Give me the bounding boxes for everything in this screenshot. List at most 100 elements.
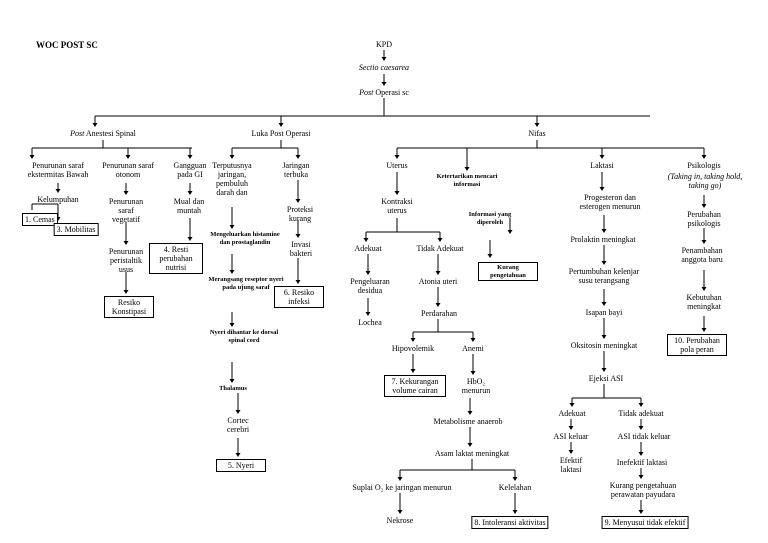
arrow-head: [365, 271, 371, 275]
arrow-head: [381, 57, 387, 61]
node-nekrose: Nekrose: [386, 516, 414, 525]
node-ketertarikan: Ketertarikan mencari informasi: [436, 173, 498, 188]
node-cortex: Cortec cerebri: [226, 416, 250, 434]
node-inefektif: Inefektif laktasi: [616, 458, 668, 467]
node-kurang-perawatan: Kurang pengetahuan perawatan payudara: [609, 481, 677, 499]
arrow-head: [125, 155, 131, 159]
node-isapan: Isapan bayi: [585, 308, 623, 317]
node-pertumbuhan: Pertumbuhan kelenjar susu terangsang: [568, 267, 640, 285]
arrow-head: [470, 338, 476, 342]
node-kebutuhan: Kebutuhan meningkat: [686, 293, 722, 311]
node-nyeri: 5. Nyeri: [216, 459, 266, 472]
arrow-head: [601, 302, 607, 306]
arrow-head: [397, 477, 403, 481]
node-adekuat: Adekuat: [354, 244, 382, 253]
arrow-head: [229, 155, 235, 159]
node-konstipasi: Resiko Konstipasi: [104, 296, 154, 318]
arrow-head: [187, 237, 193, 241]
node-kontraksi: Kontraksi uterus: [381, 197, 413, 215]
node-metabolisme: Metabolisme anaerob: [433, 417, 503, 426]
node-luka: Luka Post Operasi: [251, 129, 311, 138]
node-proteksi: Proteksi kurang: [286, 205, 314, 223]
node-pengeluaran: Pengeluaran desidua: [350, 277, 390, 295]
arrow-head: [187, 191, 193, 195]
node-post-operasi: Post Operasi sc: [359, 88, 409, 97]
arrow-head: [569, 403, 575, 407]
arrow-head: [295, 199, 301, 203]
arrow-head: [365, 312, 371, 316]
arrow-head: [123, 191, 129, 195]
arrow-head: [123, 290, 129, 294]
node-cemas: 1. Cemas: [22, 213, 58, 226]
node-invasi: Invasi bakteri: [289, 240, 313, 258]
node-sectio: Sectio caesarea: [358, 63, 410, 72]
node-kelumpuhan: Kelumpuhan: [37, 195, 79, 204]
arrow-head: [363, 238, 369, 242]
arrow-head: [295, 155, 301, 159]
node-kurang-pengetahuan: Kurang pengetahuan: [478, 262, 538, 281]
node-saraf-vegetatif: Penurunan saraf vegetatif: [108, 197, 144, 224]
arrow-head: [701, 240, 707, 244]
node-intoleransi: 8. Intoleransi aktivitas: [471, 516, 549, 529]
arrow-head: [55, 189, 61, 193]
arrow-head: [123, 241, 129, 245]
arrow-head: [638, 403, 644, 407]
node-mual: Mual dan muntah: [173, 197, 205, 215]
node-menyusui: 9. Menyusui tidak efektif: [601, 516, 689, 529]
node-lochea: Lochea: [358, 318, 382, 327]
arrow-head: [295, 280, 301, 284]
node-psikologis: Psikologis: [687, 161, 721, 170]
arrow-head: [701, 328, 707, 332]
node-progesteron: Progesteron dan esterogen menurun: [579, 193, 641, 211]
node-tidak-adekuat2: Tidak adekuat: [618, 409, 664, 418]
arrow-head: [599, 155, 605, 159]
node-asi-keluar: ASI keluar: [553, 432, 589, 441]
arrow-head: [487, 254, 493, 258]
node-efektif: Efektif laktasi: [559, 456, 583, 474]
arrow-head: [437, 238, 443, 242]
arrow-head: [229, 379, 235, 383]
arrow-head: [638, 510, 644, 514]
arrow-head: [397, 510, 403, 514]
arrow-head: [601, 368, 607, 372]
arrow-head: [229, 225, 235, 229]
arrow-head: [464, 167, 470, 171]
node-thalamus: Thalamus: [219, 385, 247, 392]
arrow-head: [701, 204, 707, 208]
node-tidak-adekuat: Tidak Adekuat: [416, 244, 464, 253]
node-infeksi: 6. Resiko infeksi: [274, 286, 324, 308]
arrow-head: [601, 229, 607, 233]
arrow-head: [638, 426, 644, 430]
arrow-head: [507, 230, 513, 234]
arrow-head: [435, 303, 441, 307]
node-oksitosin: Oksitosin meningkat: [570, 341, 638, 350]
arrow-head: [295, 234, 301, 238]
node-hbo2: HbO₂ menurun: [461, 377, 491, 395]
arrow-head: [467, 443, 473, 447]
arrow-head: [701, 155, 707, 159]
node-adekuat2: Adekuat: [558, 409, 586, 418]
node-terputusnya: Terputusnya jaringan, pembuluh darah dan: [212, 161, 252, 197]
arrow-head: [235, 453, 241, 457]
arrow-head: [638, 475, 644, 479]
node-saraf-ekstremitas: Penurunan saraf ekstermitas Bawah: [27, 161, 89, 179]
node-atonia: Atonia uteri: [418, 277, 458, 286]
arrow-head: [512, 510, 518, 514]
arrow-head: [638, 452, 644, 456]
arrow-head: [381, 82, 387, 86]
arrow-head: [187, 155, 193, 159]
arrow-head: [410, 338, 416, 342]
arrow-head: [601, 335, 607, 339]
node-mobilitas: 3. Mobilitas: [53, 223, 99, 236]
node-perdarahan: Perdarahan: [421, 309, 457, 318]
node-saraf-otonom: Penurunan saraf otonom: [102, 161, 154, 179]
node-uterus: Uterus: [386, 161, 408, 170]
node-hipovolemik: Hipovolemik: [391, 344, 435, 353]
node-jaringan-terbuka: Jaringan terbuka: [282, 161, 310, 179]
node-kpd: KPD: [375, 40, 393, 49]
arrow-head: [394, 155, 400, 159]
arrow-head: [701, 287, 707, 291]
node-nutrisi: 4. Resti perubahan nutrisi: [149, 243, 203, 274]
node-suplai: Suplai O₂ ke jaringan menurun: [352, 483, 452, 492]
arrow-head: [229, 323, 235, 327]
